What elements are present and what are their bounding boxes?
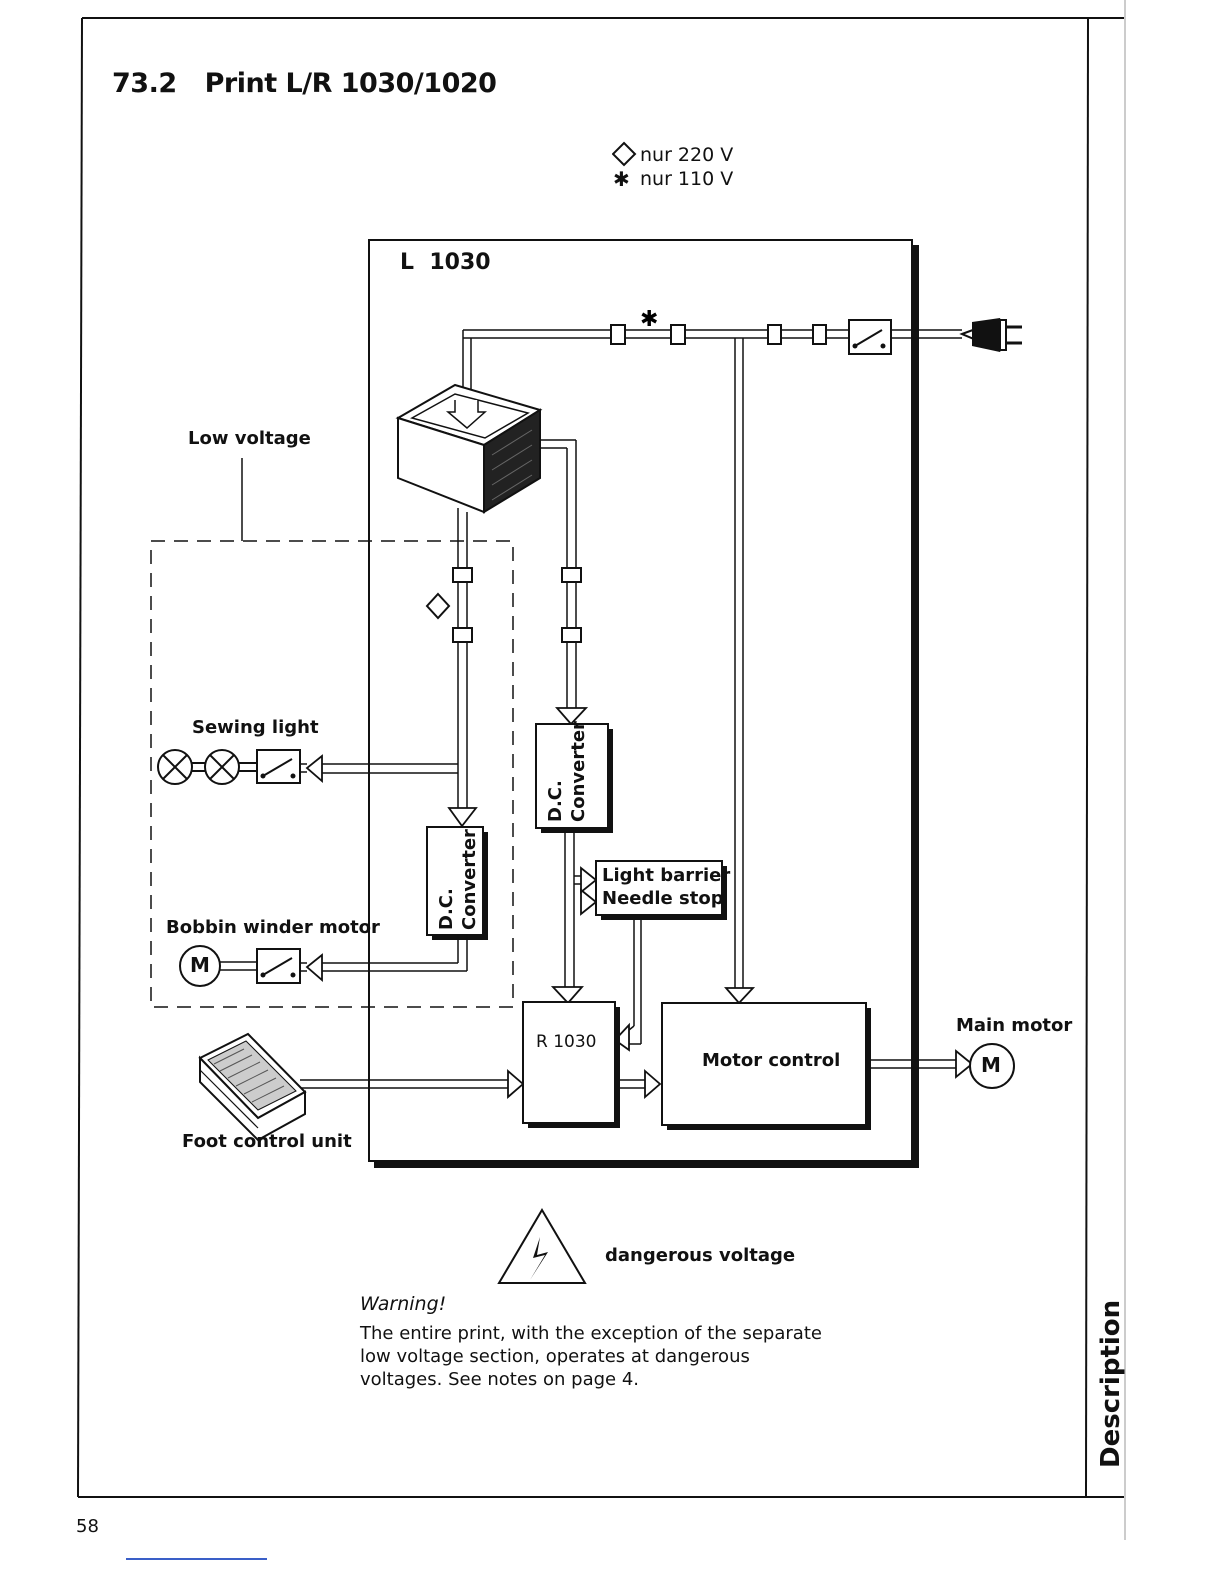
converter-output-lines [300, 833, 956, 1089]
switch-icon [256, 749, 307, 784]
bobbin-supply-lines [322, 935, 468, 972]
fuse-icon [452, 567, 582, 643]
low-voltage-label: Low voltage [188, 428, 311, 449]
switch-icon [256, 948, 307, 984]
bobbin-motor-symbol: M [190, 953, 210, 977]
switch-icon [848, 319, 892, 355]
bobbin-motor-label: Bobbin winder motor [166, 917, 380, 938]
legend-110v: nur 110 V [640, 168, 734, 190]
foot-control-label: Foot control unit [182, 1131, 352, 1152]
danger-label: dangerous voltage [605, 1245, 796, 1266]
motor-control-box [661, 1002, 871, 1130]
section-title: Print L/R 1030/1020 [204, 68, 497, 99]
legend-220v: nur 220 V [640, 144, 734, 166]
board-label: L 1030 [400, 250, 491, 275]
dc-converter-left [426, 826, 488, 940]
side-tab-label: Description [1096, 1299, 1126, 1468]
diamond-icon [425, 592, 451, 620]
dc-converter-left-label: D.C. Converter [436, 829, 480, 930]
high-voltage-warning-icon [497, 1208, 587, 1284]
dc-supply-lines [322, 439, 577, 808]
main-motor-icon [969, 1043, 1015, 1089]
warning-title: Warning! [360, 1293, 447, 1315]
motor-control-label: Motor control [702, 1050, 841, 1071]
warning-body: The entire print, with the exception of … [360, 1323, 822, 1390]
plug-icon [959, 318, 1022, 352]
fuse-icon [610, 324, 827, 345]
low-voltage-region [150, 458, 514, 1008]
r1030-label: R 1030 [536, 1032, 597, 1052]
mains-line [462, 329, 962, 988]
main-motor-label: Main motor [956, 1015, 1073, 1036]
main-motor-symbol: M [981, 1053, 1001, 1077]
page-frame [77, 0, 1126, 1540]
transformer-icon [395, 383, 543, 514]
section-heading: 73.2 Print L/R 1030/1020 [112, 68, 497, 99]
light-barrier-box [595, 860, 727, 920]
dc-converter-right-label: D.C. Converter [545, 721, 589, 822]
asterisk-icon: ✱ [640, 307, 658, 332]
diamond-icon [612, 141, 637, 167]
asterisk-icon: ✱ [613, 167, 630, 191]
section-number: 73.2 [112, 68, 177, 99]
light-barrier-label: Light barrier Needle stop [602, 865, 731, 909]
page-number: 58 [76, 1516, 99, 1537]
dc-converter-right [535, 723, 613, 833]
flow-arrows [305, 707, 974, 1099]
lamp-icon [157, 749, 257, 785]
sewing-light-label: Sewing light [192, 717, 319, 738]
bobbin-motor-icon [179, 945, 257, 987]
foot-pedal-icon [198, 1032, 307, 1142]
r1030-box [522, 1001, 620, 1128]
